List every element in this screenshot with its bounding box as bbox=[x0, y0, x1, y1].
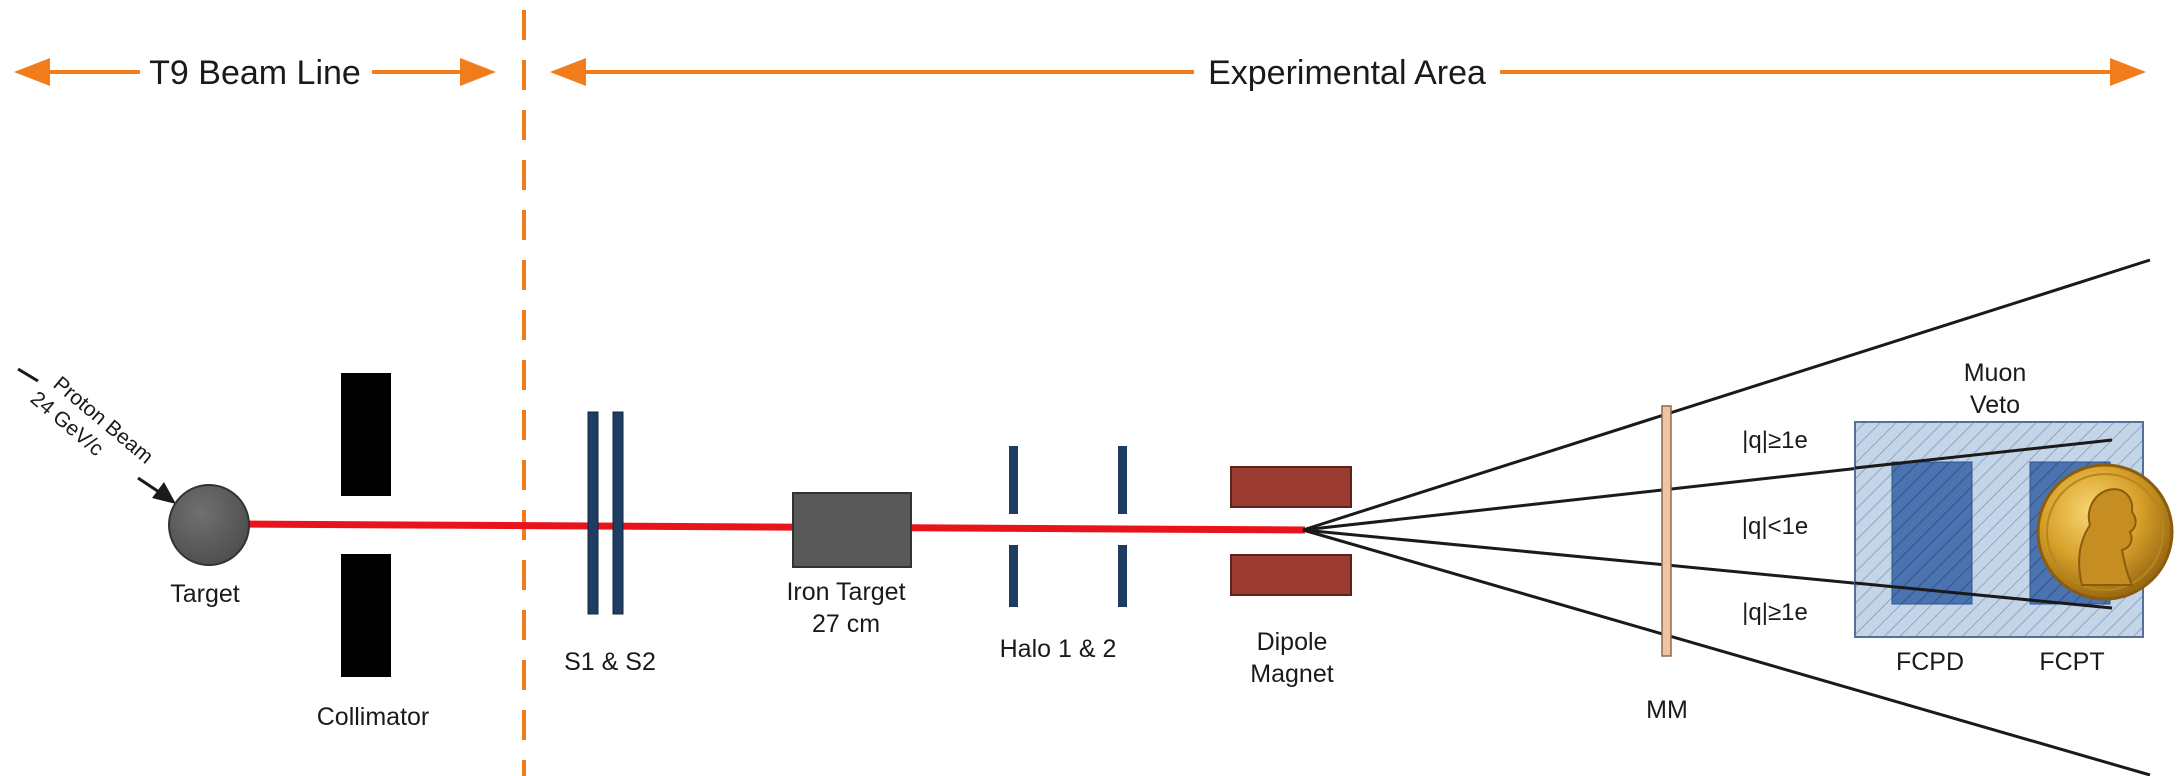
halo-label: Halo 1 & 2 bbox=[1000, 635, 1117, 663]
beam-arrowhead-icon bbox=[152, 482, 176, 504]
dipole-magnet-label: Magnet bbox=[1250, 660, 1333, 688]
halo-1-upper bbox=[1009, 446, 1018, 514]
charge-middle-label: |q|<1e bbox=[1742, 513, 1809, 540]
arrowhead-left-icon bbox=[550, 58, 586, 86]
collimator-upper-block bbox=[341, 373, 391, 496]
incoming-proton-beam: Proton Beam 24 GeV/c bbox=[17, 367, 176, 504]
experimental-area-label: Experimental Area bbox=[1208, 54, 1486, 92]
beam-line-label: T9 Beam Line bbox=[149, 54, 361, 92]
dipole-label: Dipole bbox=[1257, 628, 1328, 656]
scintillators-label: S1 & S2 bbox=[564, 648, 656, 676]
dipole-lower-pole bbox=[1230, 554, 1352, 596]
dipole-upper-pole bbox=[1230, 466, 1352, 508]
charge-lower-label: |q|≥1e bbox=[1742, 599, 1808, 626]
dipole-magnet bbox=[1230, 466, 1352, 596]
halo-2-upper bbox=[1118, 446, 1127, 514]
fcpd-label: FCPD bbox=[1896, 648, 1964, 676]
mm-label: MM bbox=[1646, 696, 1688, 724]
muon-veto-label: Muon bbox=[1964, 359, 2027, 387]
nobel-medal-icon bbox=[2036, 463, 2174, 601]
arrowhead-left-icon bbox=[14, 58, 50, 86]
iron-target-length-label: 27 cm bbox=[812, 610, 880, 638]
halo-counters bbox=[1009, 446, 1127, 607]
experimental-area-region-arrow: Experimental Area bbox=[550, 54, 2146, 92]
fan-lines-overlay bbox=[1854, 438, 2113, 610]
fcpd-detector bbox=[1891, 461, 1973, 605]
charge-upper-label: |q|≥1e bbox=[1742, 427, 1808, 454]
fan-outer-upper-line bbox=[1302, 258, 2151, 532]
collimator-lower-block bbox=[341, 554, 391, 677]
collimator-label: Collimator bbox=[317, 703, 430, 731]
halo-2-lower bbox=[1118, 545, 1127, 607]
scintillators-s1-s2 bbox=[587, 411, 624, 615]
scintillator-s1 bbox=[587, 411, 599, 615]
fan-outer-lower-line bbox=[1302, 528, 2151, 776]
scintillator-s2 bbox=[612, 411, 624, 615]
fcpt-label: FCPT bbox=[2039, 648, 2104, 676]
proton-beam-path bbox=[229, 520, 1306, 534]
target-label: Target bbox=[170, 580, 240, 608]
arrowhead-right-icon bbox=[460, 58, 496, 86]
mm-plane bbox=[1661, 405, 1672, 657]
arrowhead-right-icon bbox=[2110, 58, 2146, 86]
halo-1-lower bbox=[1009, 545, 1018, 607]
iron-target-label: Iron Target bbox=[786, 578, 905, 606]
beam-line-region-arrow: T9 Beam Line bbox=[14, 54, 496, 92]
muon-veto-label-2: Veto bbox=[1970, 391, 2020, 419]
collimator bbox=[341, 373, 391, 677]
target bbox=[168, 484, 250, 566]
iron-target bbox=[792, 492, 912, 568]
